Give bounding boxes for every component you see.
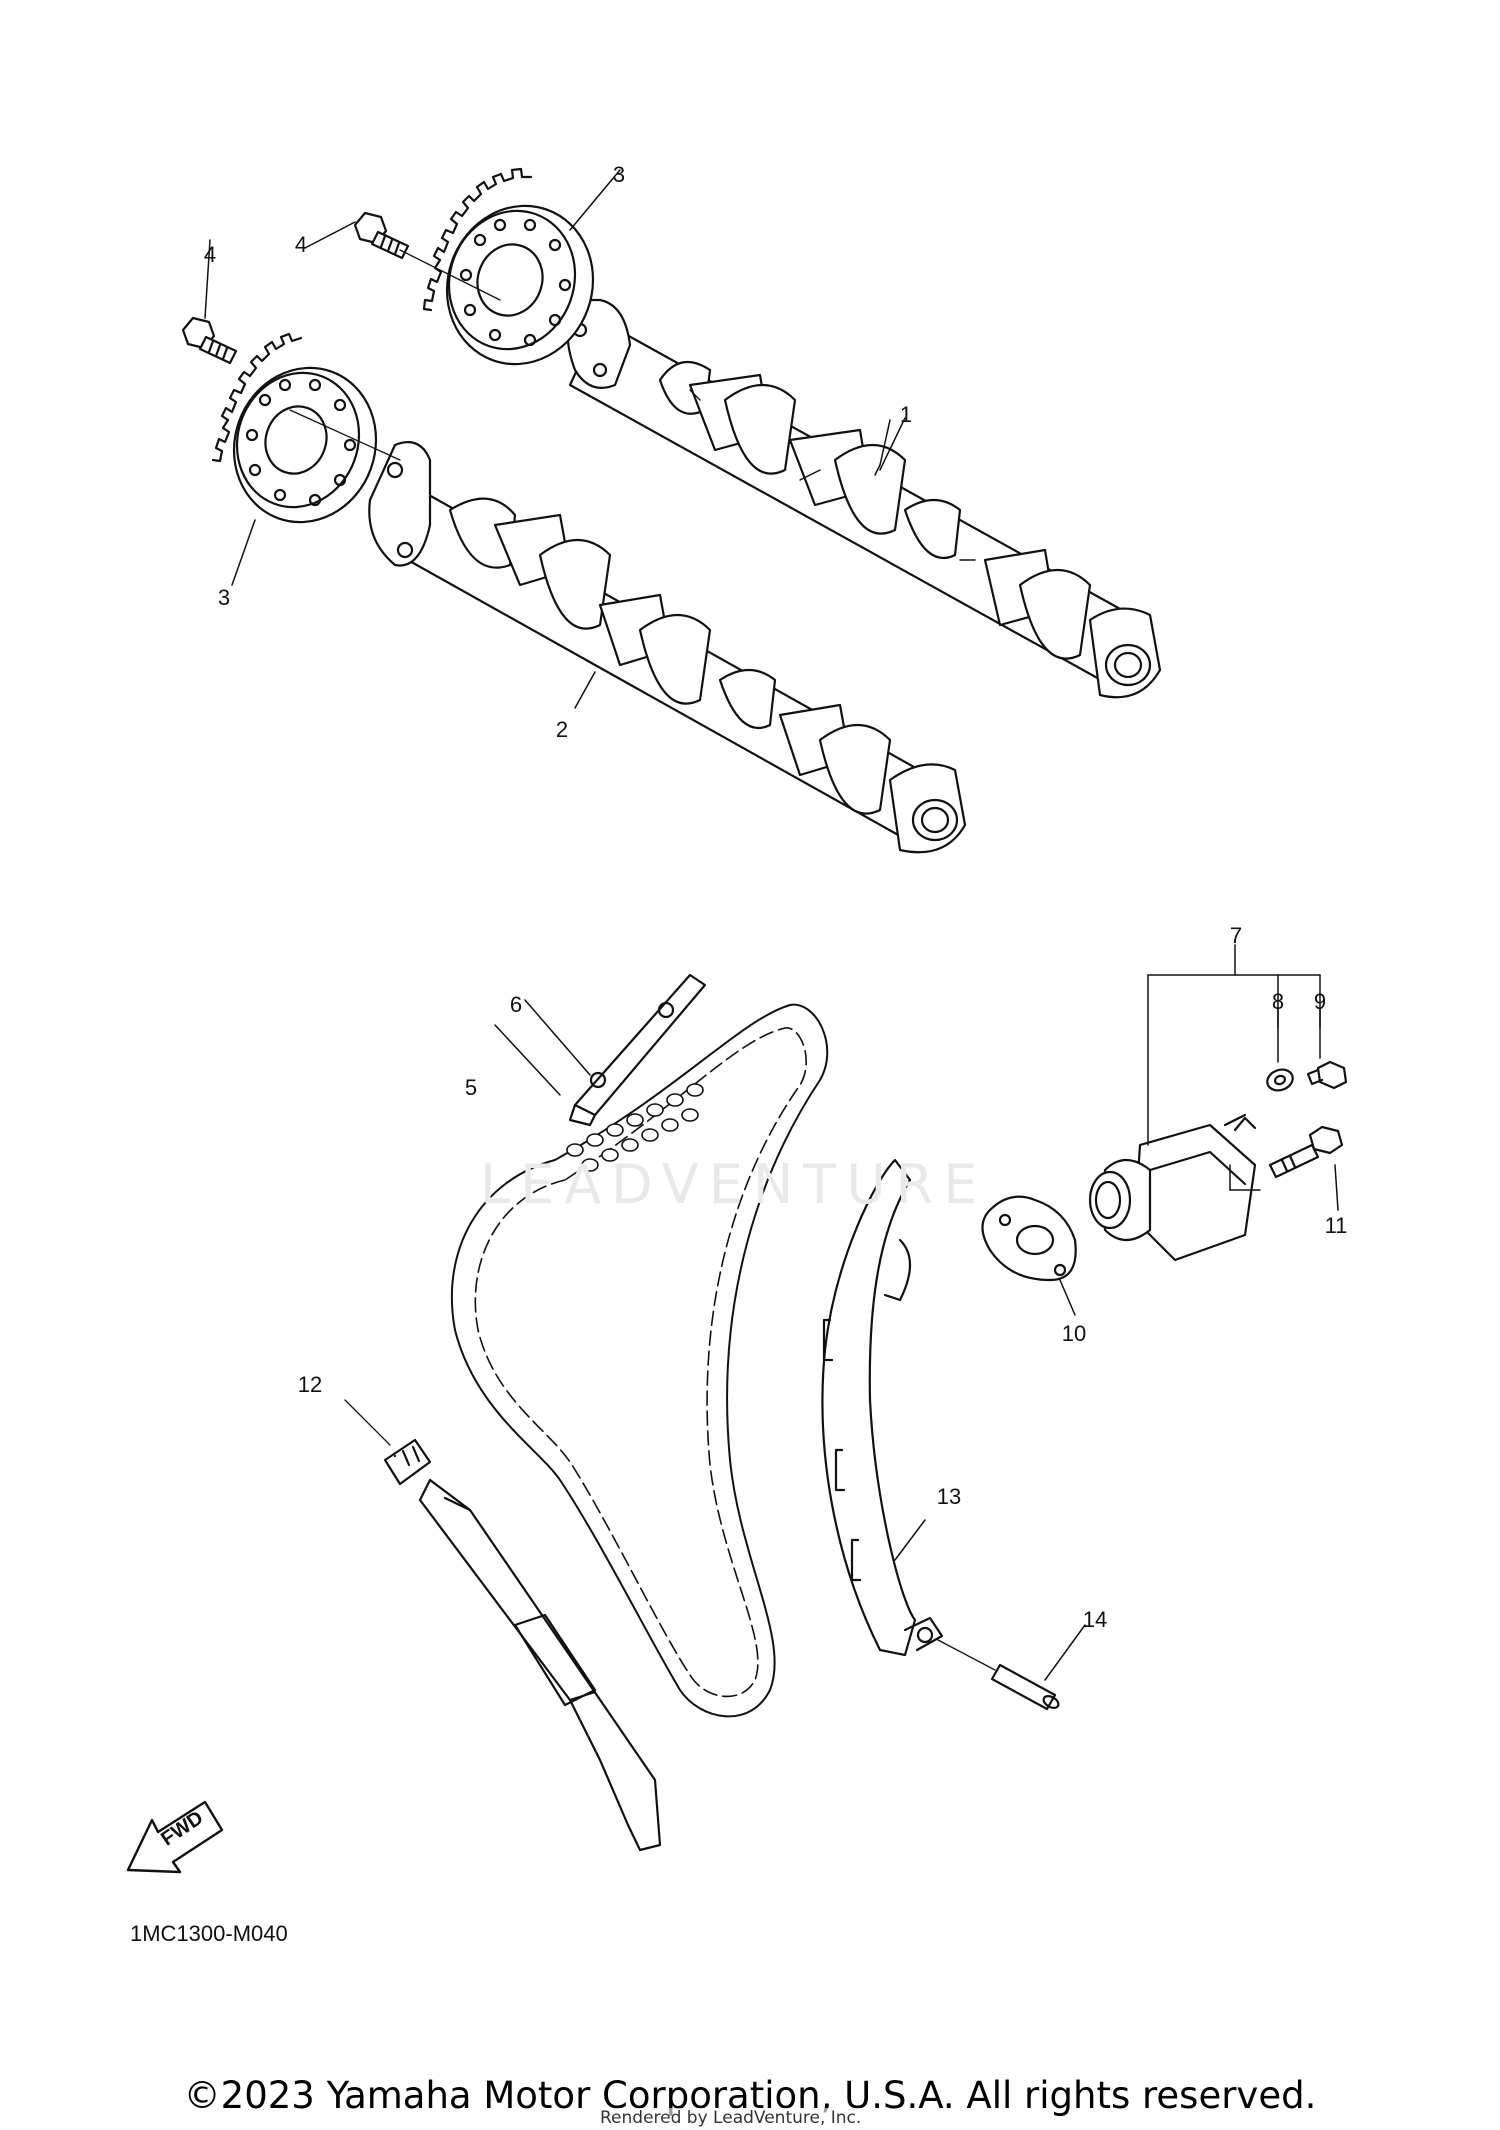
cam-sprocket-upper (422, 167, 595, 366)
callout-10[interactable]: 10 (1061, 1321, 1087, 1346)
timing-chain (450, 1003, 829, 1718)
camshaft-intake (566, 298, 1162, 699)
callout-8[interactable]: 8 (1271, 989, 1285, 1014)
callout-9[interactable]: 9 (1313, 989, 1327, 1014)
tensioner-mount-bolt (1268, 1125, 1344, 1179)
leader-lines (204, 169, 1339, 1681)
chain-guide-top (568, 973, 707, 1127)
sprocket-bolt-lower (181, 316, 401, 461)
chain-tensioner-guide (821, 1158, 944, 1657)
callout-3-upper[interactable]: 3 (612, 162, 626, 187)
callout-2[interactable]: 2 (555, 717, 569, 742)
callout-11[interactable]: 11 (1324, 1213, 1348, 1238)
diagram-code: 1MC1300-M040 (130, 1921, 288, 1946)
rendered-by-note: Rendered by LeadVenture, Inc. (600, 2108, 862, 2128)
chain-guide-front (344, 1399, 662, 1852)
callout-1[interactable]: 1 (899, 402, 913, 427)
cam-chain-tensioner (1088, 1113, 1257, 1262)
callout-6[interactable]: 6 (509, 992, 523, 1017)
leadventure-watermark: LEADVENTURE (480, 1153, 988, 1216)
tensioner-cap-bolt (1306, 1060, 1348, 1090)
callout-13[interactable]: 13 (936, 1484, 962, 1509)
callout-4-right[interactable]: 4 (294, 232, 308, 257)
callout-3-lower[interactable]: 3 (217, 585, 231, 610)
callout-5[interactable]: 5 (464, 1075, 478, 1100)
callout-12[interactable]: 12 (297, 1372, 323, 1397)
camshaft-exhaust (368, 441, 967, 854)
guide-pin (937, 1639, 1060, 1711)
callout-7[interactable]: 7 (1229, 923, 1243, 948)
fwd-arrow-icon (126, 1800, 224, 1874)
callout-14[interactable]: 14 (1082, 1607, 1108, 1632)
sprocket-bolt-upper (353, 211, 501, 301)
cam-sprocket-lower (211, 332, 378, 524)
washer (1266, 1068, 1294, 1092)
tensioner-gasket (981, 1195, 1077, 1282)
callout-4-left[interactable]: 4 (203, 242, 217, 267)
